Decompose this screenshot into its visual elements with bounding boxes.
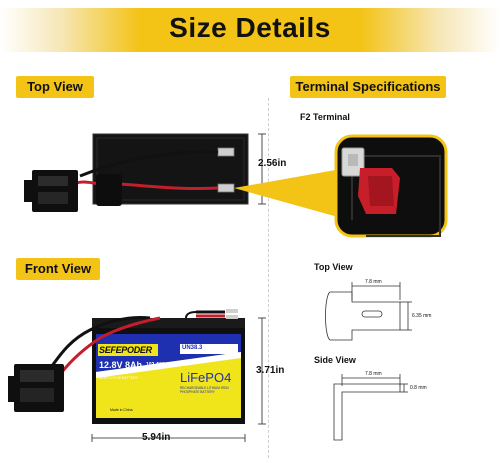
front-view-battery [92,318,245,424]
terminal-side-drawing [333,374,408,441]
battery-rechargeable: RECHARGEABLE LITHIUM IRON PHOSPHATE BATT… [180,386,229,394]
top-view-tag: Top View [16,76,94,98]
front-view-tag: Front View [16,258,100,280]
top-view-battery [92,133,249,205]
terminal-closeup [334,134,448,238]
terminal-height-dim: 6.35 mm [412,313,432,319]
top-terminal-black [217,147,235,157]
front-height-dimension [258,317,266,425]
battery-brand: SEFEPODER [99,345,152,355]
fuse-holder-top [96,174,122,206]
battery-model: MODEL: LBP12E8 [99,371,129,375]
battery-energy: 102.4Wh [146,362,167,368]
top-terminal-red [217,183,235,193]
section-divider [268,98,269,458]
front-width-label: 5.94in [142,432,171,443]
terminal-side-width-dim: 7.8 mm [365,371,382,377]
battery-chemistry: LiFePO4 [180,370,232,385]
terminal-top-drawing [325,282,412,341]
top-view-connector [24,170,78,212]
front-height-label: 3.71in [256,365,285,376]
page-title: Size Details [169,12,331,43]
terminal-specs-tag: Terminal Specifications [290,76,446,98]
header-banner: Size Details [0,0,500,60]
terminal-width-dim: 7.8 mm [365,279,382,285]
f2-terminal-label: F2 Terminal [300,112,350,122]
battery-cert: UN38.3 [182,345,203,351]
terminal-top-view-label: Top View [314,262,353,272]
top-height-label: 2.56in [258,158,287,169]
banner-band [0,8,500,52]
front-width-dimension [91,434,246,442]
battery-origin: Made in China [110,408,133,412]
front-view-wires [50,309,238,373]
battery-voltage: 12.8V 8Ah [99,360,143,370]
terminal-thickness-dim: 0.8 mm [410,385,427,391]
battery-type: DEEP CYCLE BATTERY [99,376,138,380]
terminal-side-view-label: Side View [314,355,356,365]
front-view-connector [8,364,64,412]
